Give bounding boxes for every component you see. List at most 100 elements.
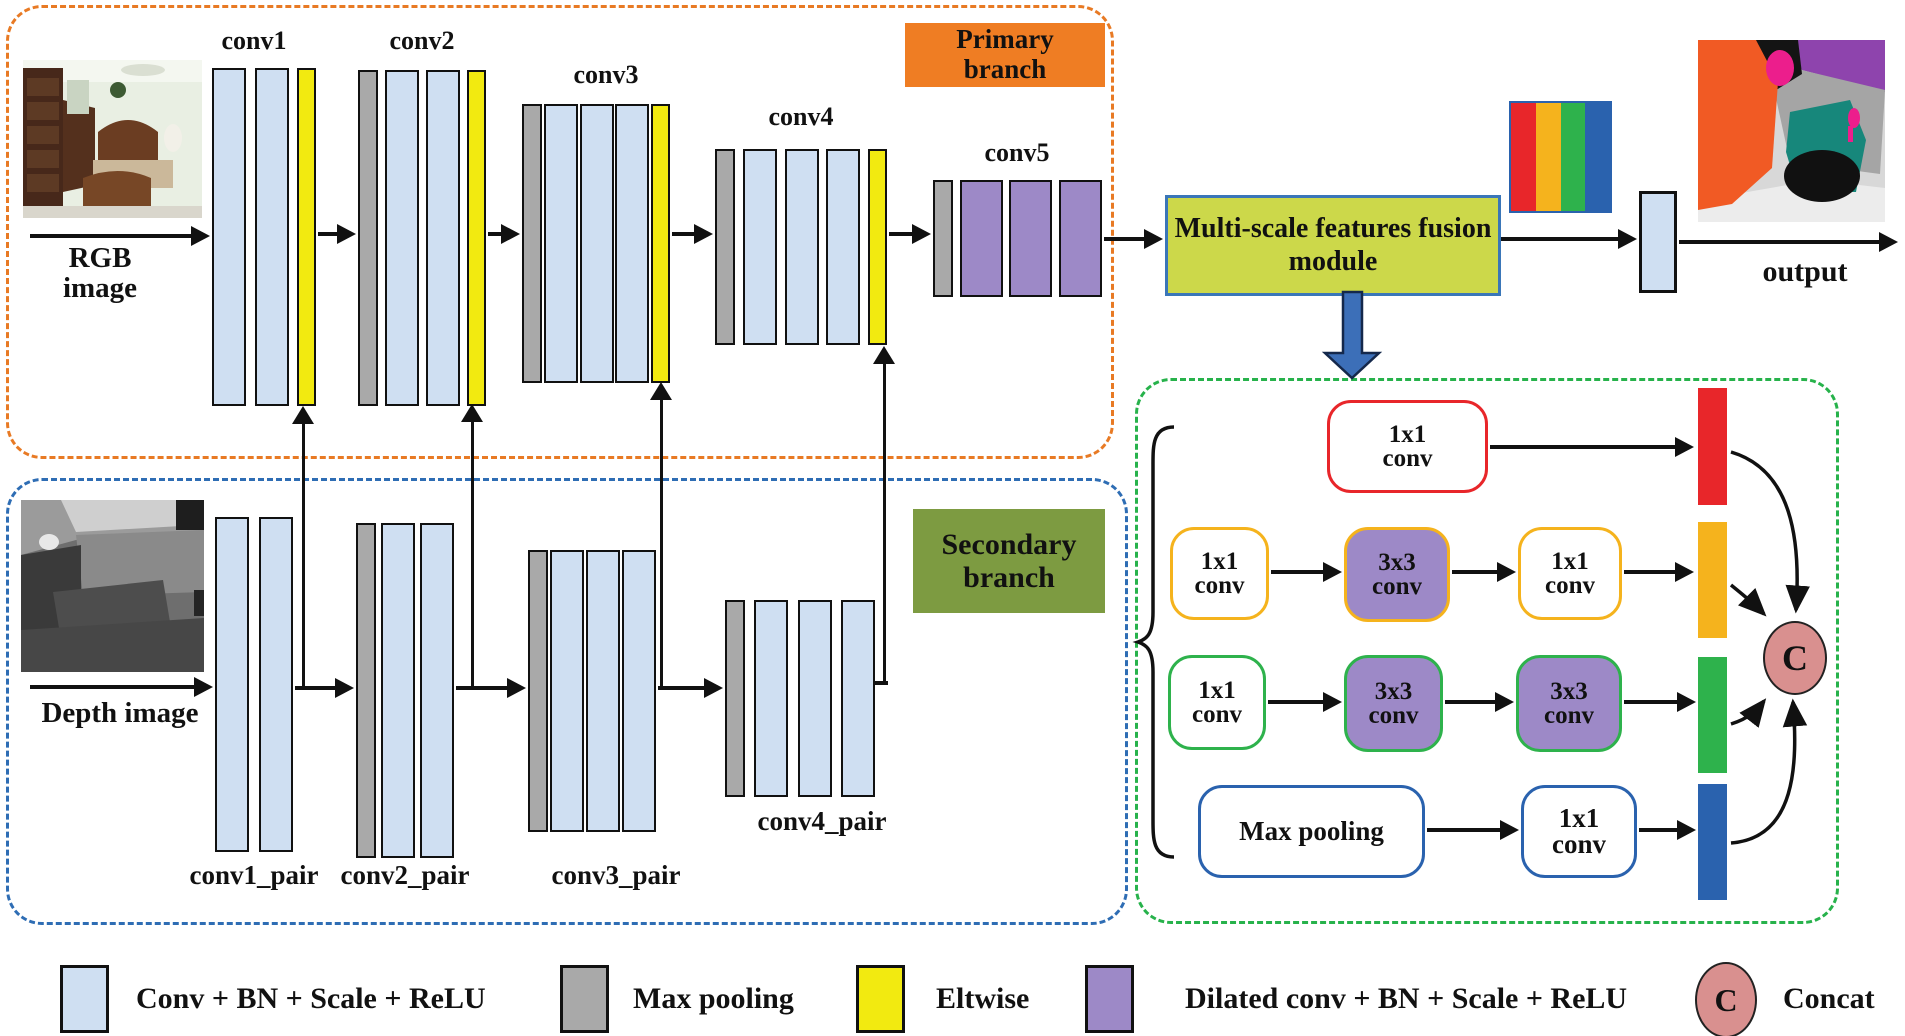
conv-layer-bar — [784, 149, 819, 345]
primary-branch-tag: Primary branch — [905, 23, 1105, 87]
eltwise-arrow-conv2 — [461, 404, 483, 690]
detail-arrow-row2-b — [1452, 562, 1516, 582]
arrow-to-output — [1679, 232, 1898, 252]
detail-arrow-row3-b — [1445, 692, 1514, 712]
output-segmentation-image — [1698, 40, 1885, 222]
conv-layer-bar — [215, 517, 249, 852]
conv2-label: conv2 — [389, 26, 455, 55]
conv-layer-bar — [259, 517, 293, 852]
eltwise-arrow-conv3 — [650, 382, 672, 690]
conv-layer-bar — [254, 68, 289, 406]
arrow-conv3-to-conv4 — [672, 224, 713, 244]
detail-arrow-row4-b — [1639, 820, 1696, 840]
detail-row4-1x1-conv: 1x1 conv — [1521, 785, 1637, 878]
conv-layer-bar — [426, 70, 460, 406]
legend-conv-label: Conv + BN + Scale + ReLU — [136, 982, 486, 1015]
dilated-layer-bar — [1058, 180, 1102, 297]
primary-branch-region — [6, 5, 1114, 459]
detail-arrow-row2-c — [1624, 562, 1694, 582]
eltwise-layer-bar — [297, 68, 316, 406]
conv-layer-bar — [579, 104, 614, 383]
detail-arrow-row3-c — [1624, 692, 1696, 712]
legend-maxpool-label: Max pooling — [633, 982, 794, 1015]
conv-layer-bar — [420, 523, 454, 858]
pool-layer-bar — [528, 550, 548, 832]
detail-row1-1x1-conv: 1x1 conv — [1327, 400, 1488, 493]
strip-green — [1560, 103, 1586, 211]
pool-layer-bar — [933, 180, 953, 297]
rgb-input-image — [23, 60, 202, 218]
pool-layer-bar — [522, 104, 542, 383]
eltwise-layer-bar — [467, 70, 486, 406]
conv-layer-bar — [385, 70, 419, 406]
conv1-label: conv1 — [221, 26, 287, 55]
pool-layer-bar — [356, 523, 376, 858]
fusion-module-box: Multi-scale features fusion module — [1165, 195, 1501, 296]
rgb-input-label: RGB image — [62, 242, 138, 305]
conv-layer-bar — [622, 550, 656, 832]
legend-maxpool-swatch — [560, 965, 609, 1033]
strip-red — [1511, 103, 1536, 211]
pool-layer-bar — [715, 149, 735, 345]
conv-layer-bar — [543, 104, 578, 383]
conv1-pair-stack — [215, 517, 293, 852]
detail-row4-max-pooling: Max pooling — [1198, 785, 1425, 878]
detail-blue-bar — [1698, 784, 1727, 900]
eltwise-arrow-conv4 — [873, 346, 895, 683]
strip-blue — [1585, 103, 1610, 211]
arrow-fusion-to-feature-bar — [1497, 229, 1637, 249]
conv-layer-bar — [586, 550, 620, 832]
arrow-conv3pair-to-conv4pair — [658, 678, 723, 698]
arrow-conv5-to-fusion — [1104, 229, 1163, 249]
conv3-pair-label: conv3_pair — [551, 860, 681, 890]
conv3-pair-stack — [528, 550, 656, 832]
arrow-conv4-to-conv5 — [889, 224, 931, 244]
legend-concat-symbol: C — [1695, 962, 1757, 1036]
conv1-stack — [212, 68, 316, 406]
arrow-conv1pair-to-conv2pair — [295, 678, 354, 698]
detail-row2-1x1-conv-b: 1x1 conv — [1518, 527, 1622, 620]
depth-input-label: Depth image — [41, 697, 199, 729]
legend-conv-swatch — [60, 965, 109, 1033]
conv-layer-bar — [754, 600, 789, 797]
conv-layer-bar — [797, 600, 832, 797]
conv-layer-bar — [840, 600, 875, 797]
conv3-label: conv3 — [573, 60, 639, 89]
conv-layer-bar — [550, 550, 584, 832]
conv4-stack — [715, 149, 887, 345]
concat-node: C — [1763, 621, 1827, 695]
eltwise-layer-bar — [651, 104, 670, 383]
conv3-stack — [522, 104, 670, 383]
pool-layer-bar — [358, 70, 378, 406]
pool-layer-bar — [725, 600, 745, 797]
multiscale-feature-strip — [1509, 101, 1612, 213]
detail-arrow-row3-a — [1268, 692, 1342, 712]
detail-green-bar — [1698, 657, 1727, 773]
arrow-conv1-to-conv2 — [318, 224, 356, 244]
legend-dilated-swatch — [1085, 965, 1134, 1033]
conv4-pair-stack — [725, 600, 875, 797]
legend-eltwise-label: Eltwise — [936, 982, 1030, 1015]
detail-row3-1x1-conv: 1x1 conv — [1168, 655, 1266, 750]
detail-arrow-row4-a — [1427, 820, 1519, 840]
conv-layer-bar — [381, 523, 415, 858]
conv2-stack — [358, 70, 486, 406]
conv-layer-bar — [615, 104, 650, 383]
fusion-expand-arrow — [1321, 290, 1383, 380]
conv-layer-bar — [742, 149, 777, 345]
arrow-depth-to-conv1pair — [30, 677, 213, 697]
detail-arrow-row1 — [1490, 437, 1694, 457]
detail-row3-3x3-conv-a: 3x3 conv — [1344, 655, 1443, 752]
output-label: output — [1762, 255, 1848, 288]
conv1-pair-label: conv1_pair — [189, 860, 319, 890]
detail-row2-3x3-conv: 3x3 conv — [1344, 527, 1450, 622]
detail-arrow-row2-a — [1271, 562, 1342, 582]
conv5-stack — [933, 180, 1102, 297]
detail-yellow-bar — [1698, 522, 1727, 638]
dilated-layer-bar — [959, 180, 1003, 297]
detail-red-bar — [1698, 388, 1727, 505]
conv4pair-output-stub — [875, 681, 888, 685]
dilated-layer-bar — [1009, 180, 1053, 297]
conv2-pair-label: conv2_pair — [340, 860, 470, 890]
